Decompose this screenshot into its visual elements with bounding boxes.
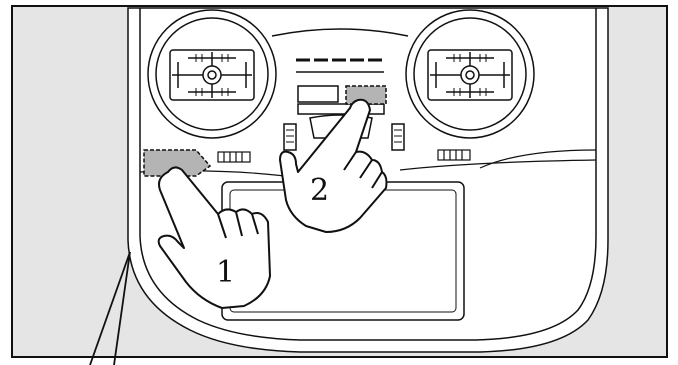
left-trim-switch <box>217 151 251 163</box>
callout-lines <box>89 251 131 365</box>
highlight-button-2 <box>345 85 387 105</box>
step-label-2: 2 <box>310 173 329 208</box>
pointing-hand-2-icon <box>279 98 388 233</box>
left-gimbal-icon <box>147 9 277 139</box>
pointing-hand-1-icon <box>157 166 271 309</box>
right-gimbal-icon <box>405 9 535 139</box>
right-trim-switch <box>437 149 471 161</box>
step-label-1: 1 <box>216 255 235 290</box>
center-console <box>271 28 409 151</box>
highlight-button-1 <box>143 149 212 177</box>
